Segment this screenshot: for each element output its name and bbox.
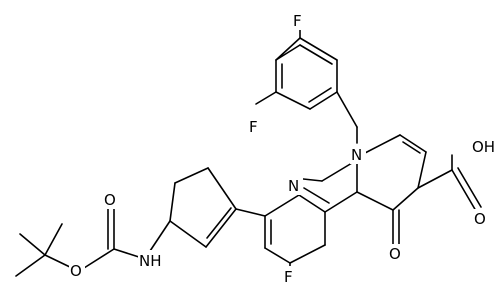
bond [417, 169, 453, 189]
bond [308, 87, 332, 103]
bond [356, 191, 394, 211]
fluorine-label-top: F [293, 12, 302, 30]
bond [44, 223, 63, 256]
bond [364, 134, 401, 154]
fluorine-label-ring: F [284, 268, 293, 286]
bond [457, 167, 482, 208]
bond [324, 191, 358, 213]
bond [174, 167, 209, 184]
bond [15, 254, 46, 277]
bond [299, 44, 333, 65]
bond [255, 91, 277, 105]
bond [309, 91, 338, 110]
bond [205, 208, 237, 248]
bond [275, 37, 301, 61]
bond [44, 254, 73, 269]
bond [289, 244, 326, 264]
bond [113, 248, 143, 259]
bond [19, 233, 46, 256]
bond [298, 194, 326, 213]
bond [264, 247, 291, 264]
oxygen-label-ketone: O [389, 245, 401, 263]
oxygen-label-carboxyl: O [474, 210, 486, 228]
bond [392, 187, 419, 211]
bond [303, 187, 330, 204]
bond [275, 44, 301, 61]
amine-label: NH [139, 252, 162, 270]
bond [149, 220, 171, 252]
bond [399, 134, 427, 153]
bond [235, 208, 266, 217]
oxygen-label-ester: O [70, 262, 82, 280]
bond [299, 37, 338, 61]
bond [275, 91, 311, 110]
atom-labels: F F N N OH O O F NH O O [69, 10, 496, 286]
bond [207, 167, 237, 210]
bond [402, 141, 421, 154]
fluorine-label-ortho: F [249, 118, 258, 136]
nitrogen-label-pyridine: N [288, 177, 299, 195]
nitrogen-label-quinolone: N [351, 146, 362, 164]
bond [206, 207, 232, 239]
bond [83, 248, 115, 269]
bond [417, 151, 427, 189]
hydroxyl-label: OH [472, 138, 495, 156]
bond [169, 220, 207, 248]
bond [264, 194, 300, 217]
bond-lines [15, 27, 482, 277]
bond [336, 91, 358, 128]
oxygen-label-carbamate: O [104, 191, 116, 209]
bond [451, 169, 477, 212]
bond [169, 182, 176, 222]
